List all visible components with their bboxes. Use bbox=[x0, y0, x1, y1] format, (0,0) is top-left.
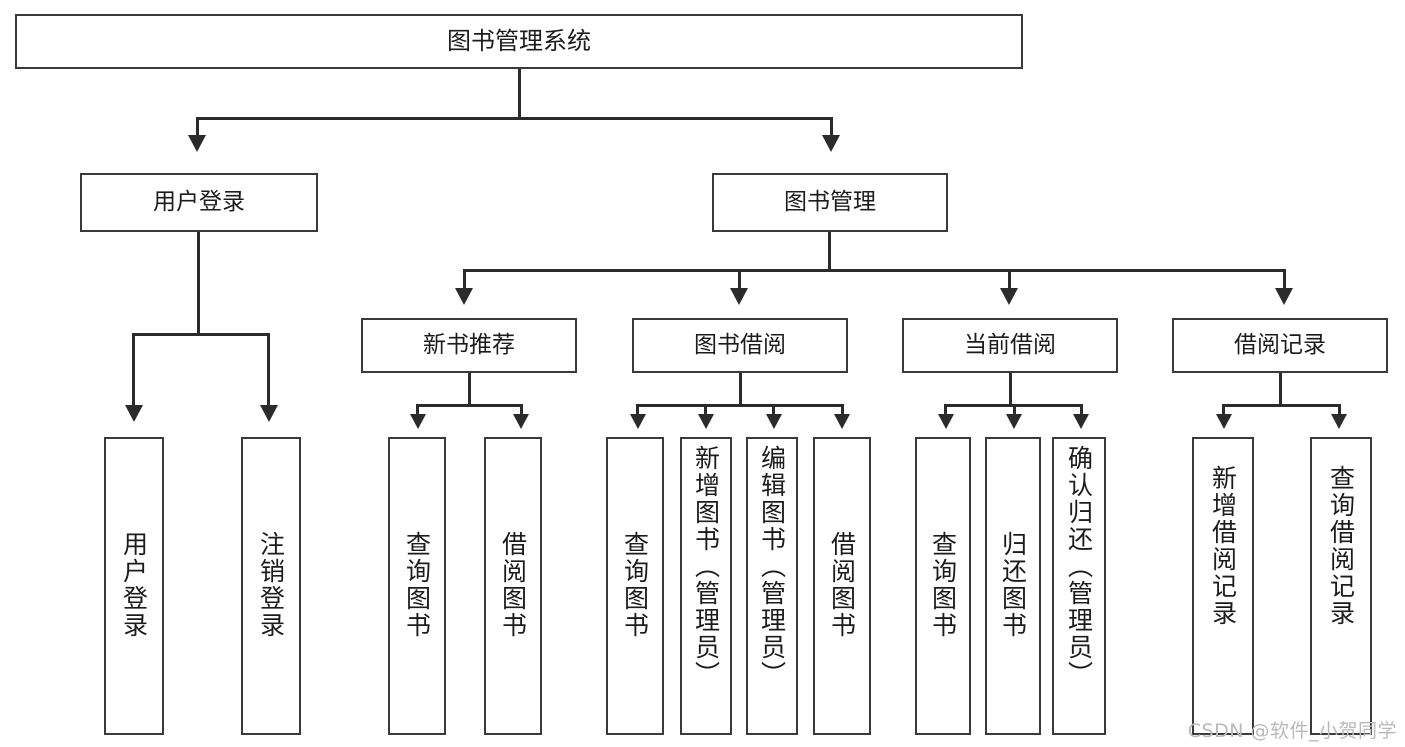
edge-currentborrow-drop-3 bbox=[1080, 404, 1083, 416]
arrow-newbook-leaf-1 bbox=[410, 414, 426, 429]
leaf-borrow-add-book-admin[interactable]: 新增图书（管理员） bbox=[680, 437, 732, 735]
leaf-borrow-borrow-book[interactable]: 借阅图书 bbox=[813, 437, 871, 735]
leaf-record-add-record[interactable]: 新增借阅记录 bbox=[1192, 437, 1254, 735]
leaf-label: 新增图书（管理员） bbox=[691, 445, 721, 688]
arrow-to-user-login bbox=[188, 135, 206, 152]
leaf-label: 查询图书 bbox=[928, 531, 958, 639]
leaf-label: 借阅图书 bbox=[498, 531, 528, 639]
edge-bookborrow-stem bbox=[739, 373, 742, 407]
leaf-label: 查询图书 bbox=[402, 531, 432, 639]
arrow-borrowrecord-leaf-1 bbox=[1216, 414, 1232, 429]
leaf-newbook-query-book[interactable]: 查询图书 bbox=[388, 437, 446, 735]
leaf-logout[interactable]: 注销登录 bbox=[241, 437, 301, 735]
edge-borrowrecord-stem bbox=[1279, 373, 1282, 407]
edge-bookmanage-drop-2 bbox=[738, 269, 741, 290]
edge-bookborrow-drop-1 bbox=[636, 404, 639, 416]
edge-bookmanage-drop-4 bbox=[1283, 269, 1286, 290]
leaf-newbook-borrow-book[interactable]: 借阅图书 bbox=[484, 437, 542, 735]
leaf-borrow-edit-book-admin[interactable]: 编辑图书（管理员） bbox=[746, 437, 798, 735]
node-current-borrow[interactable]: 当前借阅 bbox=[902, 318, 1118, 373]
node-root-system[interactable]: 图书管理系统 bbox=[15, 14, 1023, 69]
arrow-bookborrow-leaf-1 bbox=[630, 414, 646, 429]
arrow-to-borrow-record bbox=[1275, 288, 1293, 305]
node-new-book-recommend[interactable]: 新书推荐 bbox=[361, 318, 577, 373]
arrow-to-book-borrow bbox=[730, 288, 748, 305]
edge-borrowrecord-drop-1 bbox=[1222, 404, 1225, 416]
edge-borrowrecord-bus bbox=[1222, 404, 1341, 407]
arrow-to-leaf-logout bbox=[260, 405, 278, 422]
node-label: 图书管理系统 bbox=[447, 26, 591, 55]
edge-root-drop-left bbox=[196, 117, 199, 137]
node-borrow-record[interactable]: 借阅记录 bbox=[1172, 318, 1388, 373]
edge-newbook-drop-2 bbox=[520, 404, 523, 416]
arrow-borrowrecord-leaf-2 bbox=[1331, 414, 1347, 429]
edge-currentborrow-stem bbox=[1009, 373, 1012, 407]
leaf-label: 查询图书 bbox=[620, 531, 650, 639]
arrow-to-leaf-user-login bbox=[125, 405, 143, 422]
leaf-label: 新增借阅记录 bbox=[1208, 465, 1238, 627]
edge-userlogin-drop-1 bbox=[132, 333, 135, 407]
arrow-bookborrow-leaf-3 bbox=[766, 414, 782, 429]
arrow-newbook-leaf-2 bbox=[513, 414, 529, 429]
edge-userlogin-bus bbox=[132, 333, 270, 336]
leaf-label: 借阅图书 bbox=[827, 531, 857, 639]
leaf-current-return-book[interactable]: 归还图书 bbox=[985, 437, 1041, 735]
edge-userlogin-stem bbox=[197, 232, 200, 336]
leaf-label: 归还图书 bbox=[998, 531, 1028, 639]
node-label: 当前借阅 bbox=[964, 332, 1056, 359]
edge-root-drop-right bbox=[830, 117, 833, 137]
edge-bookborrow-drop-2 bbox=[704, 404, 707, 416]
arrow-currentborrow-leaf-3 bbox=[1073, 414, 1089, 429]
node-label: 用户登录 bbox=[153, 189, 245, 216]
edge-bookborrow-drop-3 bbox=[772, 404, 775, 416]
node-book-manage[interactable]: 图书管理 bbox=[712, 173, 948, 232]
node-label: 借阅记录 bbox=[1234, 332, 1326, 359]
edge-newbook-stem bbox=[468, 373, 471, 407]
leaf-user-login[interactable]: 用户登录 bbox=[104, 437, 164, 735]
arrow-bookborrow-leaf-4 bbox=[834, 414, 850, 429]
edge-root-bus bbox=[196, 117, 833, 120]
arrow-to-book-manage bbox=[822, 135, 840, 152]
arrow-to-current-borrow bbox=[1000, 288, 1018, 305]
edge-bookmanage-drop-3 bbox=[1008, 269, 1011, 290]
node-book-borrow[interactable]: 图书借阅 bbox=[632, 318, 848, 373]
edge-bookmanage-stem bbox=[828, 232, 831, 272]
edge-currentborrow-drop-1 bbox=[944, 404, 947, 416]
leaf-label: 用户登录 bbox=[119, 531, 149, 639]
edge-userlogin-drop-2 bbox=[267, 333, 270, 407]
edge-newbook-bus bbox=[416, 404, 523, 407]
arrow-bookborrow-leaf-2 bbox=[698, 414, 714, 429]
leaf-current-query-book[interactable]: 查询图书 bbox=[915, 437, 971, 735]
leaf-borrow-query-book[interactable]: 查询图书 bbox=[606, 437, 664, 735]
arrow-currentborrow-leaf-2 bbox=[1006, 414, 1022, 429]
edge-bookborrow-bus bbox=[636, 404, 844, 407]
leaf-label: 编辑图书（管理员） bbox=[757, 445, 787, 688]
leaf-current-confirm-return-admin[interactable]: 确认归还（管理员） bbox=[1052, 437, 1106, 735]
leaf-label: 注销登录 bbox=[256, 531, 286, 639]
leaf-record-query-record[interactable]: 查询借阅记录 bbox=[1310, 437, 1372, 735]
edge-bookborrow-drop-4 bbox=[841, 404, 844, 416]
node-user-login[interactable]: 用户登录 bbox=[80, 173, 318, 232]
arrow-to-new-book bbox=[455, 288, 473, 305]
edge-borrowrecord-drop-2 bbox=[1338, 404, 1341, 416]
node-label: 图书管理 bbox=[784, 189, 876, 216]
leaf-label: 确认归还（管理员） bbox=[1064, 445, 1094, 688]
leaf-label: 查询借阅记录 bbox=[1326, 465, 1356, 627]
arrow-currentborrow-leaf-1 bbox=[938, 414, 954, 429]
node-label: 新书推荐 bbox=[423, 332, 515, 359]
edge-bookmanage-bus bbox=[463, 269, 1286, 272]
edge-newbook-drop-1 bbox=[416, 404, 419, 416]
edge-root-stem bbox=[518, 69, 521, 119]
node-label: 图书借阅 bbox=[694, 332, 786, 359]
edge-bookmanage-drop-1 bbox=[463, 269, 466, 290]
edge-currentborrow-drop-2 bbox=[1013, 404, 1016, 416]
